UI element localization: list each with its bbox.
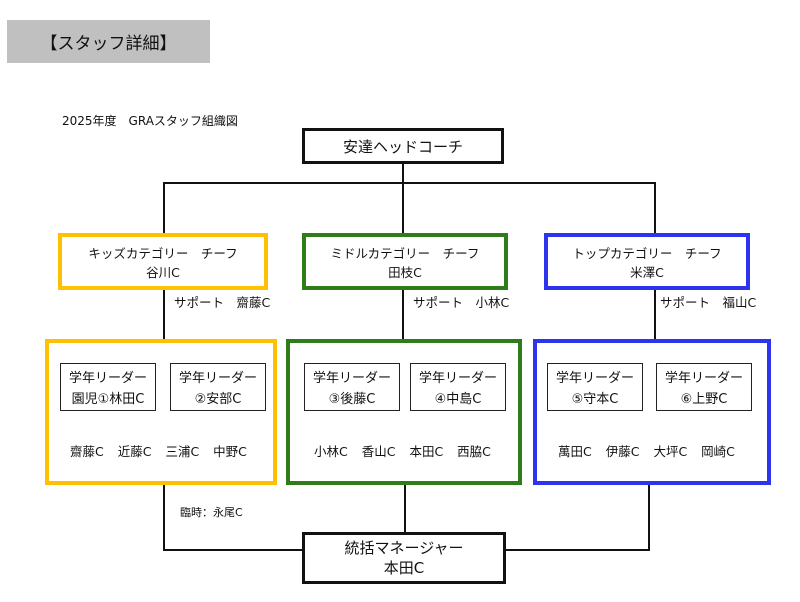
- top-chief-box: トップカテゴリー チーフ 米澤C: [544, 233, 750, 290]
- leader-box: 学年リーダー ④中島C: [410, 363, 506, 411]
- connector-top-to-manager: [504, 549, 650, 551]
- kids-members: 齋藤C 近藤C 三浦C 中野C: [70, 441, 257, 460]
- manager-name: 本田C: [383, 559, 425, 577]
- manager-title: 統括マネージャー: [344, 539, 464, 557]
- member: 西脇C: [457, 444, 491, 459]
- leader-title: 学年リーダー: [312, 371, 391, 386]
- member: 中野C: [213, 444, 247, 459]
- kids-chief-title: キッズカテゴリー チーフ: [88, 246, 238, 261]
- connector-kids-to-manager: [163, 549, 304, 551]
- member: 萬田C: [558, 444, 592, 459]
- middle-chief-title: ミドルカテゴリー チーフ: [330, 246, 480, 261]
- connector-kids-bottom: [163, 483, 165, 551]
- connector-middle-mid: [402, 288, 404, 340]
- leader-name: ②安部C: [194, 392, 242, 407]
- member: 香山C: [361, 444, 396, 459]
- leader-name: ④中島C: [434, 392, 482, 407]
- kids-group-box: 学年リーダー 園児①林田C 学年リーダー ②安部C 齋藤C 近藤C 三浦C 中野…: [45, 339, 277, 485]
- member: 本田C: [409, 444, 444, 459]
- connector-top-horizontal: [163, 182, 656, 184]
- leader-box: 学年リーダー ②安部C: [170, 363, 266, 411]
- connector-top-top: [654, 182, 656, 234]
- member: 伊藤C: [605, 444, 640, 459]
- org-chart-title: 2025年度 GRAスタッフ組織図: [62, 114, 238, 128]
- member: 三浦C: [165, 444, 200, 459]
- manager-box: 統括マネージャー 本田C: [302, 532, 506, 584]
- top-chief-name: 米澤C: [630, 265, 664, 280]
- middle-members: 小林C 香山C 本田C 西脇C: [314, 441, 501, 460]
- member: 岡崎C: [701, 444, 735, 459]
- kids-support: サポート 齋藤C: [174, 295, 271, 310]
- middle-chief-box: ミドルカテゴリー チーフ 田枝C: [302, 233, 508, 290]
- leader-title: 学年リーダー: [68, 371, 147, 386]
- top-chief-title: トップカテゴリー チーフ: [572, 246, 722, 261]
- leader-name: ⑤守本C: [571, 392, 619, 407]
- section-header: 【スタッフ詳細】: [7, 20, 210, 63]
- leader-title: 学年リーダー: [555, 371, 634, 386]
- connector-top-bottom: [648, 483, 650, 551]
- member: 齋藤C: [70, 444, 104, 459]
- kids-chief-name: 谷川C: [146, 265, 180, 280]
- head-coach-label: 安達ヘッドコーチ: [342, 137, 463, 156]
- middle-group-box: 学年リーダー ③後藤C 学年リーダー ④中島C 小林C 香山C 本田C 西脇C: [286, 339, 522, 485]
- connector-middle-bottom: [404, 483, 406, 533]
- leader-box: 学年リーダー 園児①林田C: [60, 363, 156, 411]
- middle-support: サポート 小林C: [413, 295, 510, 310]
- leader-title: 学年リーダー: [418, 371, 497, 386]
- leader-box: 学年リーダー ③後藤C: [304, 363, 400, 411]
- connector-kids-top: [163, 182, 165, 234]
- leader-box: 学年リーダー ⑥上野C: [656, 363, 752, 411]
- top-group-box: 学年リーダー ⑤守本C 学年リーダー ⑥上野C 萬田C 伊藤C 大坪C 岡崎C: [533, 339, 771, 485]
- member: 小林C: [314, 444, 348, 459]
- kids-chief-box: キッズカテゴリー チーフ 谷川C: [58, 233, 268, 290]
- leader-title: 学年リーダー: [664, 371, 743, 386]
- leader-name: ⑥上野C: [680, 392, 728, 407]
- head-coach-box: 安達ヘッドコーチ: [302, 128, 504, 164]
- connector-head-down: [402, 164, 404, 234]
- leader-name: 園児①林田C: [71, 392, 145, 407]
- top-members: 萬田C 伊藤C 大坪C 岡崎C: [558, 441, 745, 460]
- member: 近藤C: [117, 444, 152, 459]
- leader-name: ③後藤C: [328, 392, 376, 407]
- section-title: 【スタッフ詳細】: [40, 34, 177, 54]
- connector-kids-mid: [163, 288, 165, 340]
- middle-chief-name: 田枝C: [388, 265, 422, 280]
- connector-top-mid: [654, 288, 656, 340]
- temporary-staff: 臨時：永尾C: [180, 506, 243, 519]
- top-support: サポート 福山C: [660, 295, 757, 310]
- leader-box: 学年リーダー ⑤守本C: [547, 363, 643, 411]
- leader-title: 学年リーダー: [178, 371, 257, 386]
- member: 大坪C: [653, 444, 688, 459]
